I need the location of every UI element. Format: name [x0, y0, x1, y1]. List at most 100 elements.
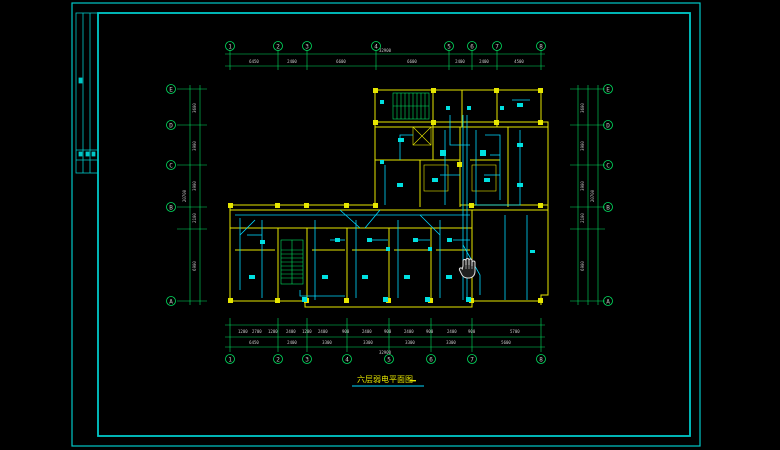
svg-text:3600: 3600: [192, 103, 197, 113]
grid-top-3-bubble: [371, 41, 381, 51]
grid-bottom-1-label: 2: [276, 357, 280, 364]
svg-text:2100: 2100: [580, 213, 585, 223]
grid-left-4-bubble: [166, 296, 176, 306]
grid-bottom-6-label: 7: [470, 357, 474, 364]
dimension-lines-bottom: [225, 318, 545, 352]
grid-right-3-label: B: [606, 205, 610, 212]
svg-text:900: 900: [384, 329, 392, 334]
grid-left-2-bubble: [166, 160, 176, 170]
grid-bottom-4-bubble: [384, 354, 394, 364]
svg-text:2400: 2400: [286, 329, 296, 334]
grid-bottom-7-label: 8: [539, 357, 543, 364]
grid-right-1-bubble: [603, 120, 613, 130]
grid-left-1-label: D: [169, 123, 173, 130]
grid-top-2-label: 3: [305, 44, 309, 51]
grid-bottom-2-label: 3: [305, 357, 309, 364]
svg-text:20700: 20700: [590, 189, 595, 202]
dimension-values-top: 6450 2400 6600 6600 2400 2400 4500 32900: [249, 48, 524, 64]
svg-text:3300: 3300: [322, 340, 332, 345]
grid-right-1-label: D: [606, 123, 610, 130]
grid-top-1-label: 2: [276, 44, 280, 51]
svg-text:6600: 6600: [336, 59, 346, 64]
svg-text:2400: 2400: [404, 329, 414, 334]
stair-upper: [392, 92, 430, 120]
grid-bottom-3-bubble: [342, 354, 352, 364]
svg-text:1200: 1200: [302, 329, 312, 334]
grid-axis-bottom: 1 2 3 4 5 6 7 8: [225, 354, 546, 364]
grid-bottom-4-label: 5: [387, 357, 391, 364]
grid-top-3-label: 4: [374, 44, 378, 51]
grid-left-0-bubble: [166, 84, 176, 94]
grid-top-7-label: 8: [539, 44, 543, 51]
svg-text:6600: 6600: [407, 59, 417, 64]
grid-top-5-bubble: [467, 41, 477, 51]
svg-text:3900: 3900: [580, 141, 585, 151]
svg-text:20700: 20700: [182, 189, 187, 202]
grid-top-0-label: 1: [228, 44, 232, 51]
svg-text:3300: 3300: [363, 340, 373, 345]
dimension-lines-right: [570, 85, 605, 305]
grid-right-2-label: C: [606, 163, 610, 170]
dimension-lines-top: [225, 50, 545, 70]
grid-right-3-bubble: [603, 202, 613, 212]
svg-text:6450: 6450: [249, 340, 259, 345]
grid-left-2-label: C: [169, 163, 173, 170]
grid-bottom-5-label: 6: [429, 357, 433, 364]
svg-text:3300: 3300: [446, 340, 456, 345]
grid-bottom-3-label: 4: [345, 357, 349, 364]
grid-top-4-bubble: [444, 41, 454, 51]
svg-text:3600: 3600: [580, 103, 585, 113]
svg-text:1200: 1200: [238, 329, 248, 334]
grid-bottom-0-bubble: [225, 354, 235, 364]
svg-text:5600: 5600: [501, 340, 511, 345]
drawing-title: 六层弱电平面图: [357, 374, 413, 384]
svg-text:2400: 2400: [287, 340, 297, 345]
grid-axis-right: E D C B A: [603, 84, 613, 306]
svg-text:2400: 2400: [287, 59, 297, 64]
svg-text:2100: 2100: [192, 213, 197, 223]
grid-bottom-7-bubble: [536, 354, 546, 364]
grid-left-3-label: B: [169, 205, 173, 212]
svg-text:6900: 6900: [192, 261, 197, 271]
device-symbols: [249, 100, 535, 302]
grid-top-4-label: 5: [447, 44, 451, 51]
structural-columns: [228, 88, 543, 303]
svg-text:900: 900: [426, 329, 434, 334]
binding-strip: [75, 12, 99, 174]
grid-top-1-bubble: [273, 41, 283, 51]
grid-top-0-bubble: [225, 41, 235, 51]
svg-text:3300: 3300: [405, 340, 415, 345]
svg-text:900: 900: [468, 329, 476, 334]
svg-text:2400: 2400: [479, 59, 489, 64]
weak-current-wiring: [235, 99, 530, 300]
svg-text:6900: 6900: [580, 261, 585, 271]
svg-text:2400: 2400: [318, 329, 328, 334]
svg-text:2400: 2400: [362, 329, 372, 334]
grid-top-6-label: 7: [495, 44, 499, 51]
svg-text:2400: 2400: [447, 329, 457, 334]
grid-top-7-bubble: [536, 41, 546, 51]
svg-text:2700: 2700: [252, 329, 262, 334]
drawing-title-block: 六层弱电平面图 ▬▬: [352, 374, 424, 387]
svg-text:3900: 3900: [192, 181, 197, 191]
sheet-inner-border: [97, 12, 691, 437]
grid-right-4-bubble: [603, 296, 613, 306]
svg-text:900: 900: [342, 329, 350, 334]
svg-text:3900: 3900: [580, 181, 585, 191]
grid-right-0-label: E: [606, 87, 610, 94]
svg-text:6450: 6450: [249, 59, 259, 64]
svg-text:5700: 5700: [510, 329, 520, 334]
svg-text:32900: 32900: [379, 48, 392, 53]
grid-top-5-label: 6: [470, 44, 474, 51]
grid-right-4-label: A: [606, 299, 610, 306]
grid-left-1-bubble: [166, 120, 176, 130]
grid-bottom-6-bubble: [467, 354, 477, 364]
svg-text:32900: 32900: [379, 350, 392, 355]
grid-right-2-bubble: [603, 160, 613, 170]
grid-bottom-0-label: 1: [228, 357, 232, 364]
grid-left-0-label: E: [169, 87, 173, 94]
grid-bottom-5-bubble: [426, 354, 436, 364]
